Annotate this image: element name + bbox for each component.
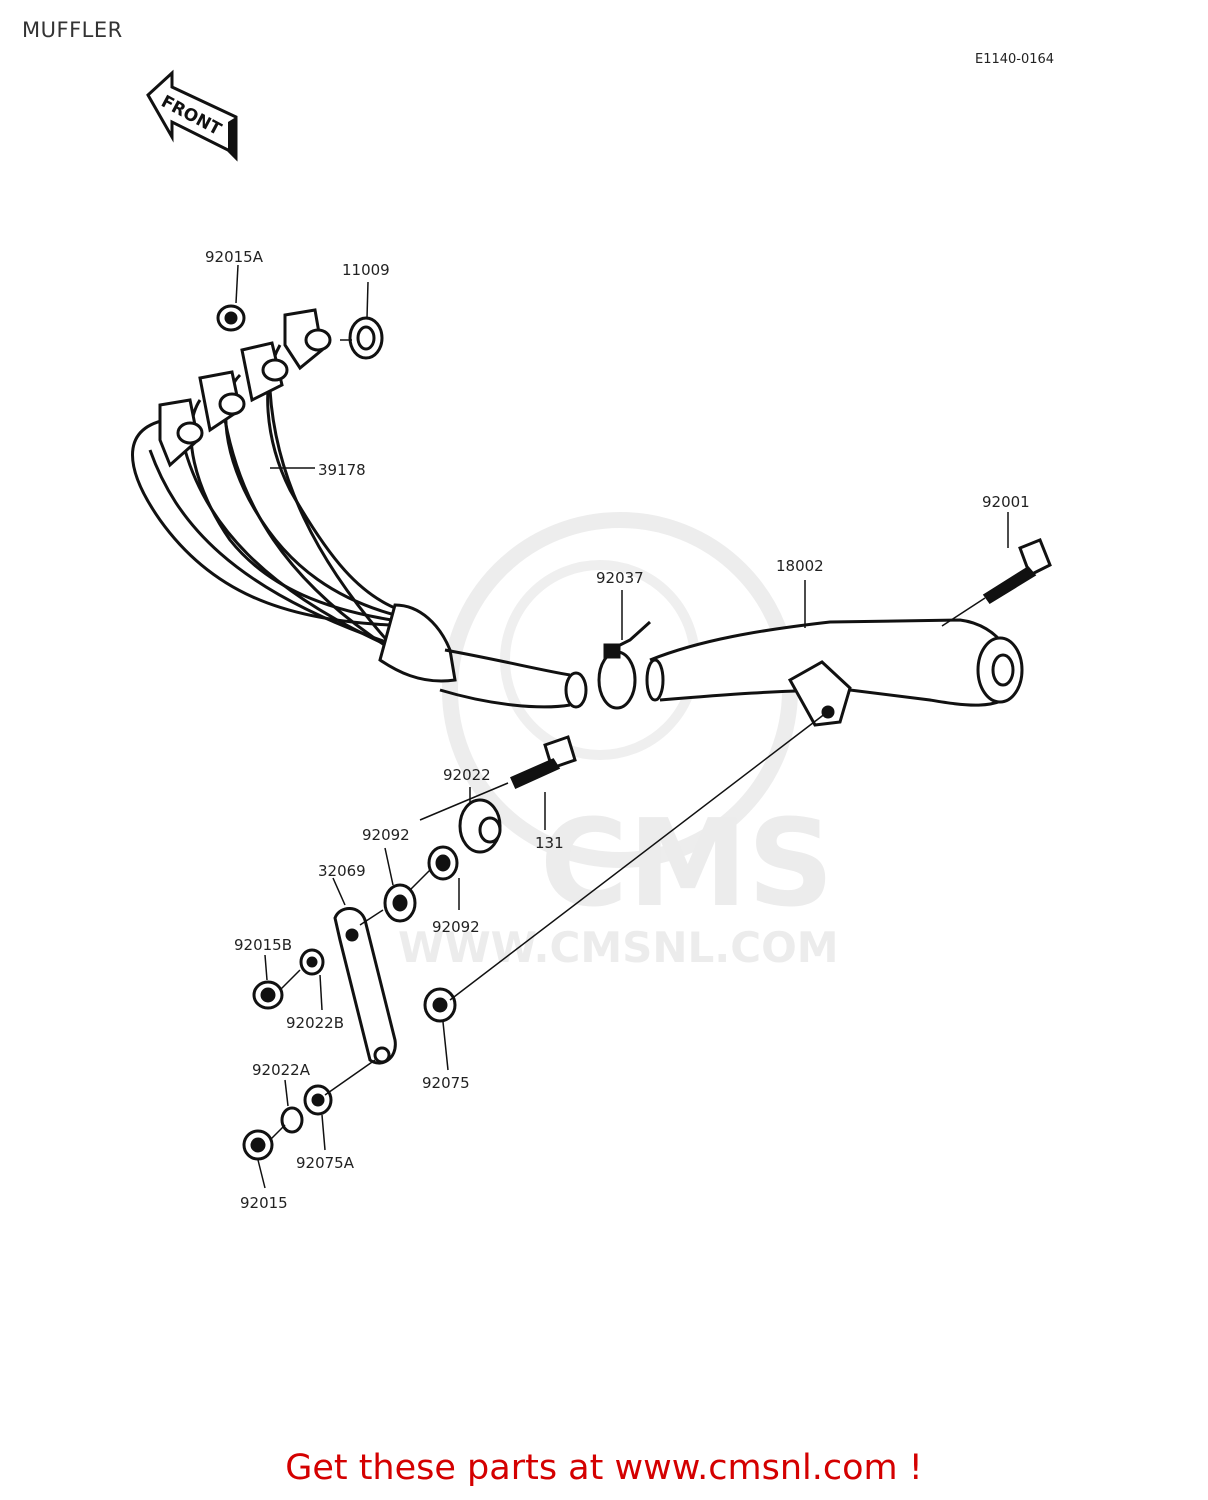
part-label-11009[interactable]: 11009 [342, 261, 390, 279]
part-label-39178[interactable]: 39178 [318, 461, 366, 479]
washer-92022 [458, 798, 502, 854]
footer-link[interactable]: Get these parts at www.cmsnl.com ! [285, 1448, 923, 1488]
part-label-92092-bottom[interactable]: 92092 [432, 918, 480, 936]
diagram-id: E1140-0164 [975, 52, 1055, 67]
part-label-92015[interactable]: 92015 [240, 1194, 288, 1212]
part-label-92015b[interactable]: 92015B [234, 936, 292, 954]
bolt-92001 [982, 538, 1052, 605]
part-label-18002[interactable]: 18002 [776, 557, 824, 575]
part-label-92092-top[interactable]: 92092 [362, 826, 410, 844]
watermark-url: WWW.CMSNL.COM [398, 923, 839, 972]
watermark-logo: CMS [540, 795, 834, 934]
part-label-92015a[interactable]: 92015A [205, 248, 264, 266]
clamp-92037 [597, 620, 652, 710]
part-label-92075[interactable]: 92075 [422, 1074, 470, 1092]
part-labels: 92015A 11009 39178 92001 18002 92037 920… [205, 248, 1030, 1212]
watermark: CMS WWW.CMSNL.COM [398, 512, 839, 972]
page-title: MUFFLER [22, 18, 123, 42]
bolt-131 [510, 735, 577, 789]
part-label-92022[interactable]: 92022 [443, 766, 491, 784]
part-label-131[interactable]: 131 [535, 834, 564, 852]
gasket-11009 [348, 316, 384, 360]
exhaust-header-pipes [131, 344, 588, 709]
damper-92092 [383, 845, 459, 923]
part-label-92001[interactable]: 92001 [982, 493, 1030, 511]
leader-lines [235, 264, 1009, 1189]
front-arrow: FRONT [146, 69, 238, 162]
muffler-18002 [645, 618, 1024, 727]
part-label-32069[interactable]: 32069 [318, 862, 366, 880]
bracket-32069 [333, 907, 397, 1065]
muffler-diagram: CMS WWW.CMSNL.COM FRONT [131, 69, 1052, 1212]
header-flanges [158, 308, 332, 468]
bracket-fasteners [242, 948, 457, 1161]
nut-92015a [216, 304, 246, 332]
part-label-92075a[interactable]: 92075A [296, 1154, 355, 1172]
part-label-92022b[interactable]: 92022B [286, 1014, 344, 1032]
part-label-92022a[interactable]: 92022A [252, 1061, 311, 1079]
part-label-92037[interactable]: 92037 [596, 569, 644, 587]
